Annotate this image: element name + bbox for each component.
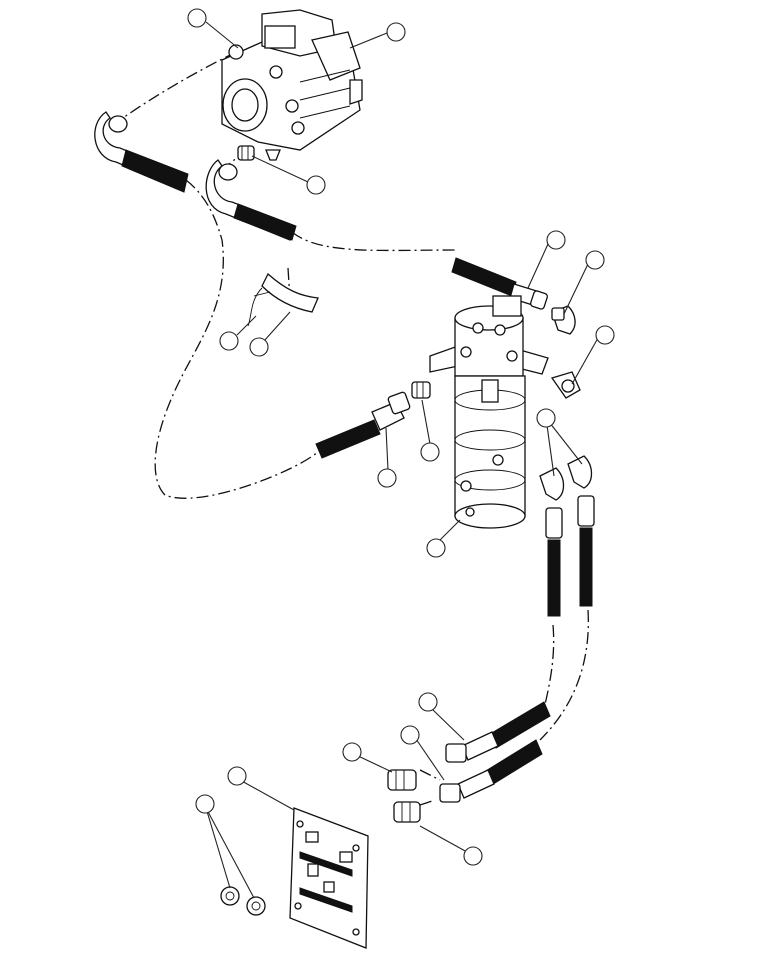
- lower-hose-upper: [445, 701, 551, 763]
- swivel-adapter: [411, 381, 431, 399]
- callout-7: [219, 331, 239, 351]
- callout-11: [536, 408, 556, 428]
- elbow-fitting-upper: [551, 305, 576, 335]
- callout-16: [227, 766, 247, 786]
- vertical-hoses: [545, 495, 595, 617]
- lower-hose-lower: [439, 739, 543, 803]
- callout-2: [386, 22, 406, 42]
- callout-15: [342, 742, 362, 762]
- left-middle-hose: [315, 391, 411, 459]
- callout-8: [249, 337, 269, 357]
- elbow-fittings-pair: [539, 455, 593, 501]
- nuts: [220, 886, 266, 916]
- upper-left-hose: [94, 111, 189, 193]
- callout-17: [195, 794, 215, 814]
- routing-lines: [119, 51, 589, 806]
- callout-13: [418, 692, 438, 712]
- pump-fitting: [237, 145, 255, 161]
- callout-1: [187, 8, 207, 28]
- elbow-fitting-lower: [550, 371, 581, 399]
- callout-4: [546, 230, 566, 250]
- callout-9: [420, 442, 440, 462]
- upper-middle-hose: [205, 159, 297, 241]
- adapter-lower: [393, 801, 421, 823]
- mounting-plate: [289, 807, 369, 949]
- callout-5: [585, 250, 605, 270]
- leader-lines: [205, 21, 599, 899]
- callout-3: [306, 175, 326, 195]
- callout-10: [377, 468, 397, 488]
- callout-14: [400, 725, 420, 745]
- right-upper-hose: [451, 257, 548, 310]
- hose-shield: [247, 272, 319, 327]
- callout-6: [595, 325, 615, 345]
- callout-18: [463, 846, 483, 866]
- callout-balloons: [187, 8, 615, 866]
- callout-12: [426, 538, 446, 558]
- hydraulic-pump: [221, 9, 363, 161]
- adapter-upper: [387, 769, 417, 791]
- rotary-swivel: [429, 295, 549, 529]
